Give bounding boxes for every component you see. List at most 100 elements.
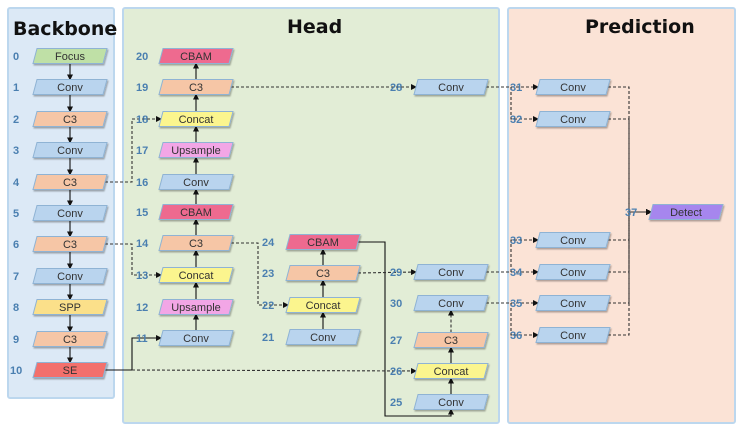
node-index: 21 (262, 332, 274, 344)
node-36-conv: Conv (535, 327, 611, 343)
node-label: C3 (189, 82, 203, 94)
node-shape (158, 299, 234, 315)
node-17-upsample: Upsample (158, 142, 234, 158)
node-label: C3 (63, 177, 77, 189)
node-index: 32 (510, 114, 522, 126)
node-label: Conv (560, 82, 586, 94)
node-37-detect: Detect (648, 204, 724, 220)
node-label: C3 (63, 334, 77, 346)
node-index: 17 (136, 145, 148, 157)
head-title: Head (287, 16, 343, 38)
node-shape (32, 236, 108, 252)
node-6-c3: C3 (32, 236, 108, 252)
node-33-conv: Conv (535, 232, 611, 248)
node-15-cbam: CBAM (158, 204, 234, 220)
node-shape (32, 48, 108, 64)
node-label: Upsample (171, 302, 221, 314)
node-shape (535, 79, 611, 95)
node-label: CBAM (180, 207, 212, 219)
node-index: 24 (262, 237, 275, 249)
node-label: SE (63, 365, 78, 377)
node-index: 37 (625, 207, 637, 219)
node-label: Conv (560, 267, 586, 279)
node-shape (158, 142, 234, 158)
edge-10-to-26 (131, 367, 417, 374)
node-label: C3 (63, 239, 77, 251)
edge-30-to-36 (510, 303, 539, 338)
node-label: Conv (438, 298, 464, 310)
node-label: Conv (560, 235, 586, 247)
node-10-se: SE (32, 362, 108, 378)
edge-24-to-25 (358, 241, 454, 417)
node-index: 15 (136, 207, 148, 219)
node-4-c3: C3 (32, 174, 108, 190)
node-9-c3: C3 (32, 331, 108, 347)
node-index: 25 (390, 397, 402, 409)
node-label: C3 (444, 335, 458, 347)
node-3-conv: Conv (32, 142, 108, 158)
node-shape (285, 265, 361, 281)
node-14-c3: C3 (158, 235, 234, 251)
node-21-conv: Conv (285, 329, 361, 345)
node-label: C3 (189, 238, 203, 250)
node-32-conv: Conv (535, 111, 611, 127)
node-index: 28 (390, 82, 402, 94)
node-label: C3 (316, 268, 330, 280)
node-20-cbam: CBAM (158, 48, 234, 64)
labels-layer: 0123456789101112131415161718192021222324… (10, 51, 637, 409)
node-34-conv: Conv (535, 264, 611, 280)
node-index: 10 (10, 365, 22, 377)
nodes-layer: FocusConvC3ConvC3ConvC3ConvSPPC3SEConvUp… (32, 48, 724, 410)
node-index: 27 (390, 335, 402, 347)
node-index: 12 (136, 302, 148, 314)
node-8-spp: SPP (32, 299, 108, 315)
node-0-focus: Focus (32, 48, 108, 64)
node-label: Conv (57, 82, 83, 94)
node-label: SPP (59, 302, 81, 314)
node-19-c3: C3 (158, 79, 234, 95)
node-index: 20 (136, 51, 148, 63)
node-shape (32, 142, 108, 158)
node-shape (158, 174, 234, 190)
node-index: 19 (136, 82, 148, 94)
node-index: 31 (510, 82, 522, 94)
node-shape (413, 79, 489, 95)
node-index: 30 (390, 298, 402, 310)
node-29-conv: Conv (413, 264, 489, 280)
node-26-concat: Concat (413, 363, 489, 379)
node-index: 2 (13, 114, 19, 126)
node-28-conv: Conv (413, 79, 489, 95)
node-shape (158, 204, 234, 220)
node-shape (285, 329, 361, 345)
node-shape (413, 363, 489, 379)
node-12-upsample: Upsample (158, 299, 234, 315)
node-shape (158, 235, 234, 251)
edge-6-to-13 (105, 243, 162, 278)
node-index: 7 (13, 271, 19, 283)
node-label: Conv (310, 332, 336, 344)
node-label: Upsample (171, 145, 221, 157)
node-shape (158, 111, 234, 127)
node-5-conv: Conv (32, 205, 108, 221)
node-label: Conv (560, 330, 586, 342)
node-2-c3: C3 (32, 111, 108, 127)
node-index: 11 (136, 333, 148, 345)
edge-14-to-22 (231, 242, 289, 308)
node-index: 1 (13, 82, 19, 94)
node-shape (158, 330, 234, 346)
node-shape (535, 232, 611, 248)
node-index: 14 (136, 238, 149, 250)
node-13-concat: Concat (158, 267, 234, 283)
node-23-c3: C3 (285, 265, 361, 281)
node-label: Conv (57, 271, 83, 283)
node-shape (158, 48, 234, 64)
node-label: Conv (560, 114, 586, 126)
edge-36-to-37 (608, 209, 652, 336)
node-22-concat: Concat (285, 297, 361, 313)
node-shape (285, 297, 361, 313)
node-shape (535, 264, 611, 280)
node-shape (32, 268, 108, 284)
node-shape (535, 295, 611, 311)
edge-23-to-29 (357, 269, 417, 276)
node-label: Detect (670, 207, 702, 219)
